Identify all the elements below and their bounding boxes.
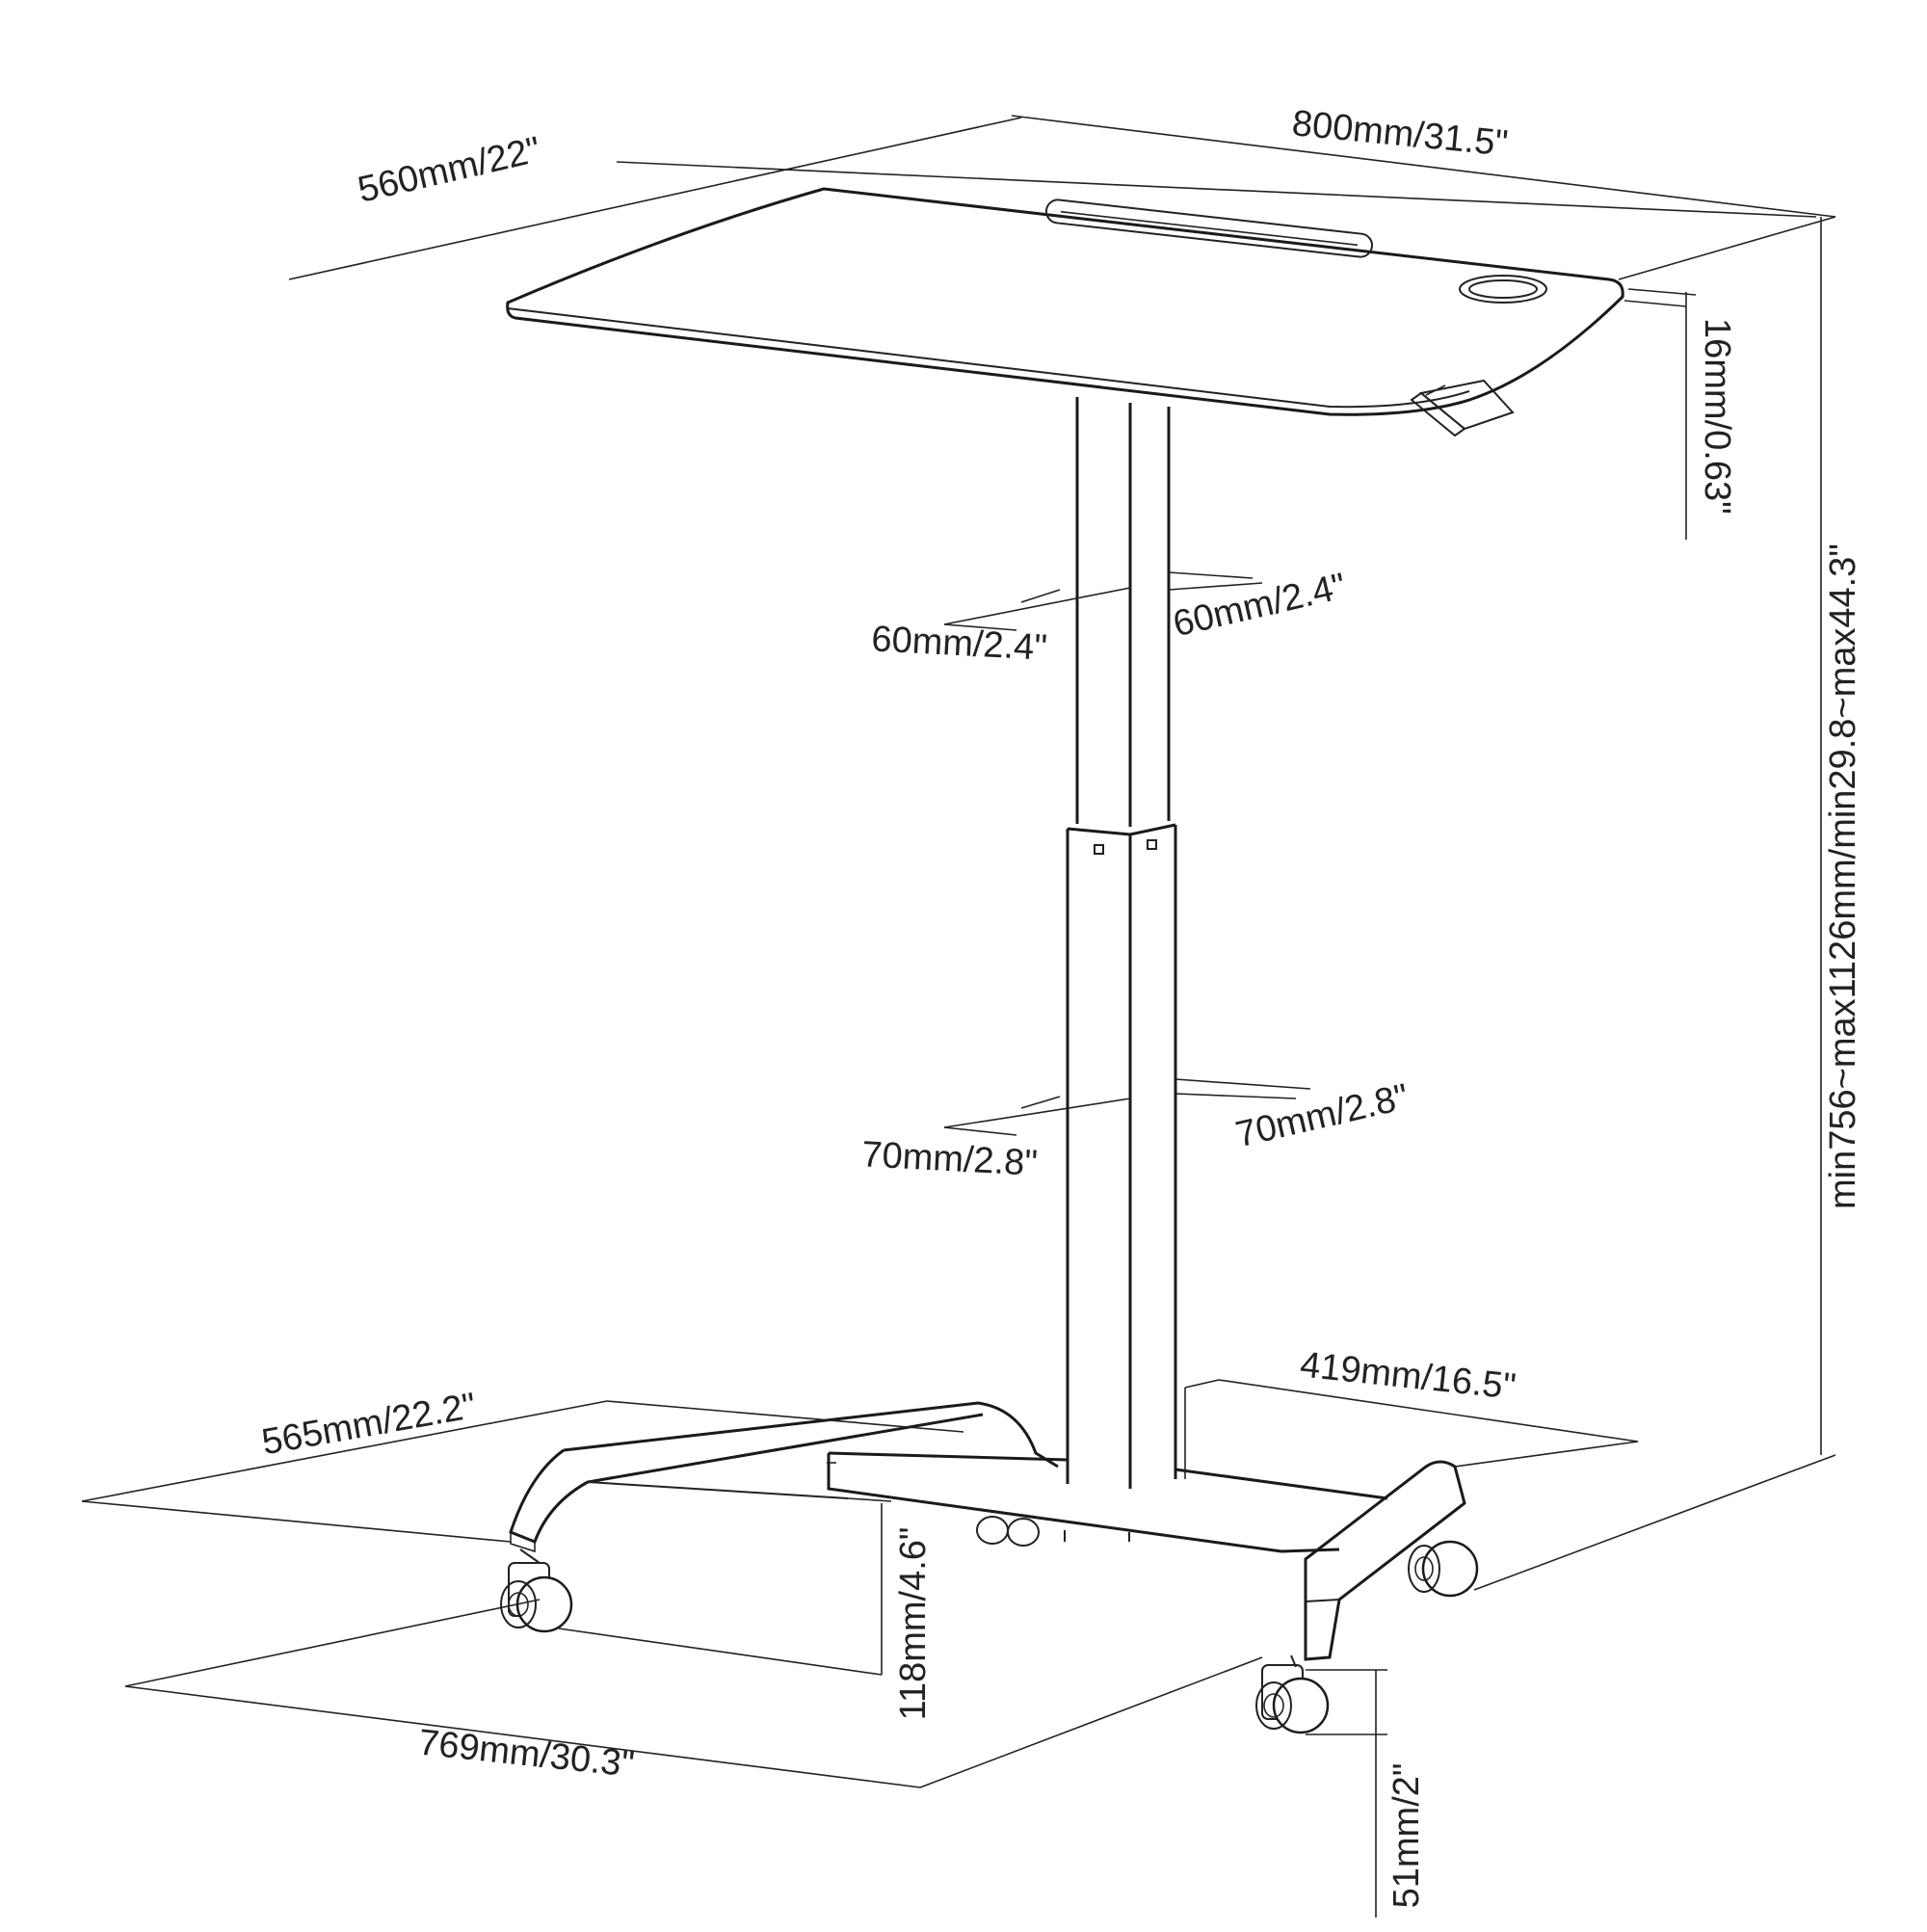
label-caster-height: 51mm/2" <box>1386 1763 1427 1909</box>
casters <box>500 1516 1479 1734</box>
label-top-thickness: 16mm/0.63" <box>1697 318 1737 515</box>
label-footprint-width: 769mm/30.3" <box>416 1722 636 1785</box>
height-lever <box>1410 379 1515 437</box>
lower-column <box>1066 823 1177 1489</box>
label-leg-clearance: 118mm/4.6" <box>893 1527 934 1721</box>
label-upper-column-width: 60mm/2.4" <box>1170 566 1350 645</box>
caster-back-right <box>1408 1540 1479 1598</box>
cup-holder <box>1459 275 1547 304</box>
label-lower-column-width: 70mm/2.8" <box>1232 1076 1412 1155</box>
label-height-range: min756~max1126mm/min29.8~max44.3" <box>1823 543 1863 1209</box>
caster-front-right <box>1255 1654 1330 1734</box>
label-lower-column-depth: 70mm/2.8" <box>860 1134 1038 1183</box>
desk-top <box>506 187 1624 416</box>
label-base-depth: 565mm/22.2" <box>259 1386 480 1463</box>
label-upper-column-depth: 60mm/2.4" <box>870 619 1047 668</box>
label-top-depth: 560mm/22" <box>355 129 545 210</box>
label-top-width: 800mm/31.5" <box>1290 103 1510 164</box>
upper-column <box>1075 397 1171 827</box>
cable-slot <box>1044 198 1374 258</box>
label-base-width: 419mm/16.5" <box>1298 1344 1518 1407</box>
base <box>509 1401 1466 1661</box>
dimension-lines <box>81 115 1836 1918</box>
caster-front-left <box>500 1548 573 1633</box>
caster-back-left <box>976 1516 1130 1547</box>
